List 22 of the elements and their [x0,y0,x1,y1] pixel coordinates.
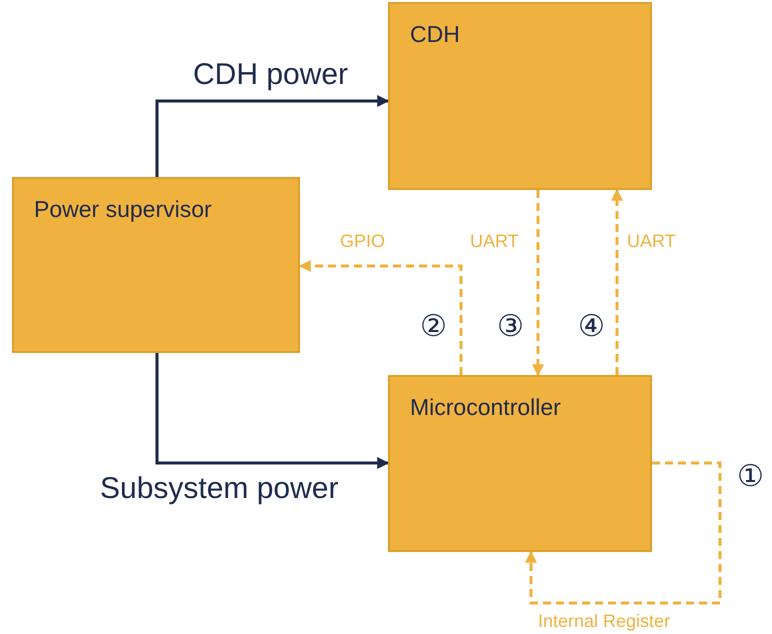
arrow [611,188,623,375]
process-box [388,2,652,190]
arrow [156,353,390,469]
callout-number: ② [420,312,447,342]
box-title: CDH [410,20,461,49]
edge-label: GPIO [340,230,386,252]
edge-label: UART [470,230,519,252]
arrow [298,260,462,375]
edge-label: CDH power [193,57,348,93]
callout-number: ① [737,462,764,492]
arrow [532,190,544,376]
edge-label: Internal Register [538,610,670,632]
callout-number: ④ [578,312,605,342]
process-box [12,177,300,353]
box-title: Microcontroller [410,393,562,422]
process-box [388,375,652,552]
arrow [525,462,722,604]
edge-label: UART [627,230,676,252]
arrow [156,95,390,177]
box-title: Power supervisor [34,195,213,224]
edge-label: Subsystem power [100,471,338,507]
callout-number: ③ [497,312,524,342]
